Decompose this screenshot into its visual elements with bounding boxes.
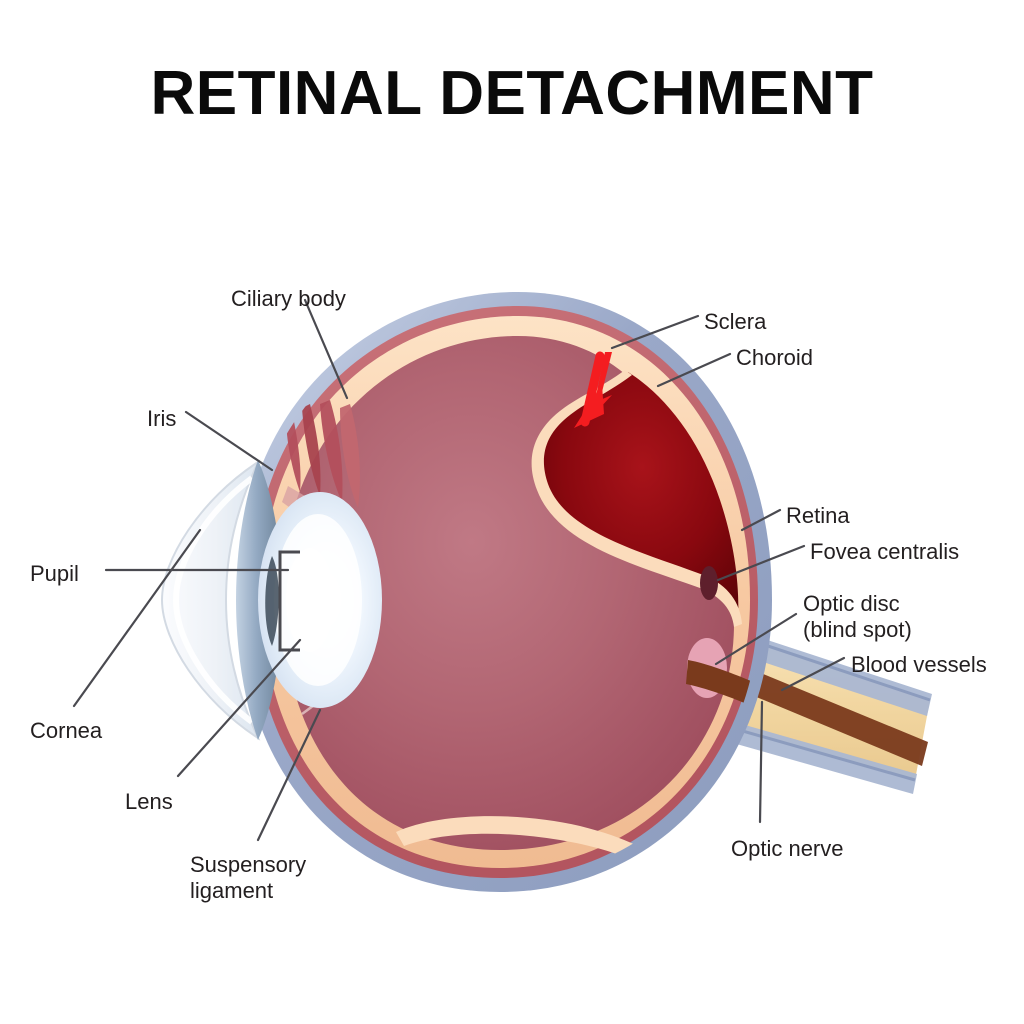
page-title: RETINAL DETACHMENT: [150, 59, 874, 128]
leader-retina: [740, 508, 782, 532]
label-ciliary-body: Ciliary body: [231, 286, 346, 311]
leader-choroid: [656, 352, 732, 388]
leader-ciliary-body: [303, 298, 349, 400]
leader-optic-disc: [714, 612, 798, 666]
detachment-arrow: [574, 351, 612, 428]
label-retina: Retina: [786, 503, 850, 528]
retinal-detachment-region: [531, 351, 742, 627]
label-pupil: Pupil: [30, 561, 79, 586]
leader-suspensory-ligament: [256, 708, 322, 842]
label-blood-vessels: Blood vessels: [851, 652, 987, 677]
leader-cornea: [72, 528, 202, 708]
leader-lines: [72, 298, 846, 842]
leader-iris: [184, 410, 274, 472]
cornea: [160, 459, 261, 741]
lower-detachment: [396, 816, 660, 868]
label-optic-nerve: Optic nerve: [731, 836, 844, 861]
label-cornea: Cornea: [30, 718, 103, 743]
label-fovea-centralis: Fovea centralis: [810, 539, 960, 564]
label-choroid: Choroid: [736, 345, 814, 370]
leader-lens: [176, 638, 302, 778]
fovea-centralis: [700, 566, 718, 600]
label-suspensory-ligament: Suspensory ligament: [190, 852, 307, 904]
label-sclera: Sclera: [704, 309, 767, 334]
leader-sclera: [610, 314, 700, 350]
leader-blood-vessels: [780, 656, 846, 692]
leader-optic-nerve: [758, 700, 764, 824]
vitreous-body: [282, 336, 734, 850]
label-lens: Lens: [125, 789, 173, 814]
label-iris: Iris: [147, 406, 177, 431]
label-optic-disc: Optic disc (blind spot): [803, 591, 912, 643]
leader-fovea: [716, 544, 806, 582]
